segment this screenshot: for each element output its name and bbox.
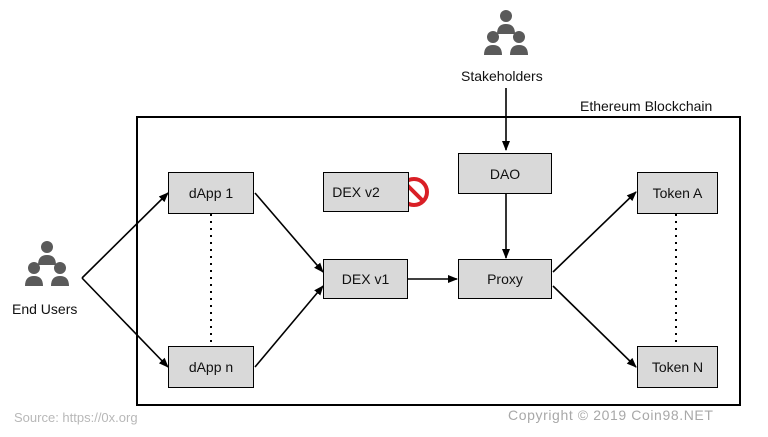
dex-v2-node[interactable]: DEX v2 (323, 172, 409, 212)
dao-node[interactable]: DAO (458, 153, 552, 194)
arrow-dapp1-dexv1 (254, 192, 324, 273)
dex-v1-node[interactable]: DEX v1 (323, 259, 408, 299)
arrow-users-dappn (81, 277, 169, 368)
arrow-proxy-tokenn (552, 285, 637, 368)
arrow-proxy-tokena (552, 191, 637, 273)
dapp-1-node[interactable]: dApp 1 (168, 172, 254, 214)
source-caption: Source: https://0x.org (14, 410, 138, 425)
blockchain-container (136, 116, 741, 406)
end-users-icon (25, 241, 69, 286)
dex-v2-label: DEX v2 (332, 184, 380, 200)
token-a-node[interactable]: Token A (637, 172, 718, 214)
dapp-n-node[interactable]: dApp n (168, 346, 254, 388)
token-n-node[interactable]: Token N (637, 346, 718, 388)
stakeholders-label: Stakeholders (461, 68, 543, 84)
blockchain-label: Ethereum Blockchain (580, 98, 713, 114)
arrow-dappn-dexv1 (254, 285, 324, 368)
stakeholders-icon (484, 10, 528, 55)
copyright-caption: Copyright © 2019 Coin98.NET (508, 407, 714, 423)
end-users-label: End Users (12, 301, 78, 317)
proxy-node[interactable]: Proxy (458, 259, 552, 299)
arrow-users-dapp1 (81, 192, 169, 279)
